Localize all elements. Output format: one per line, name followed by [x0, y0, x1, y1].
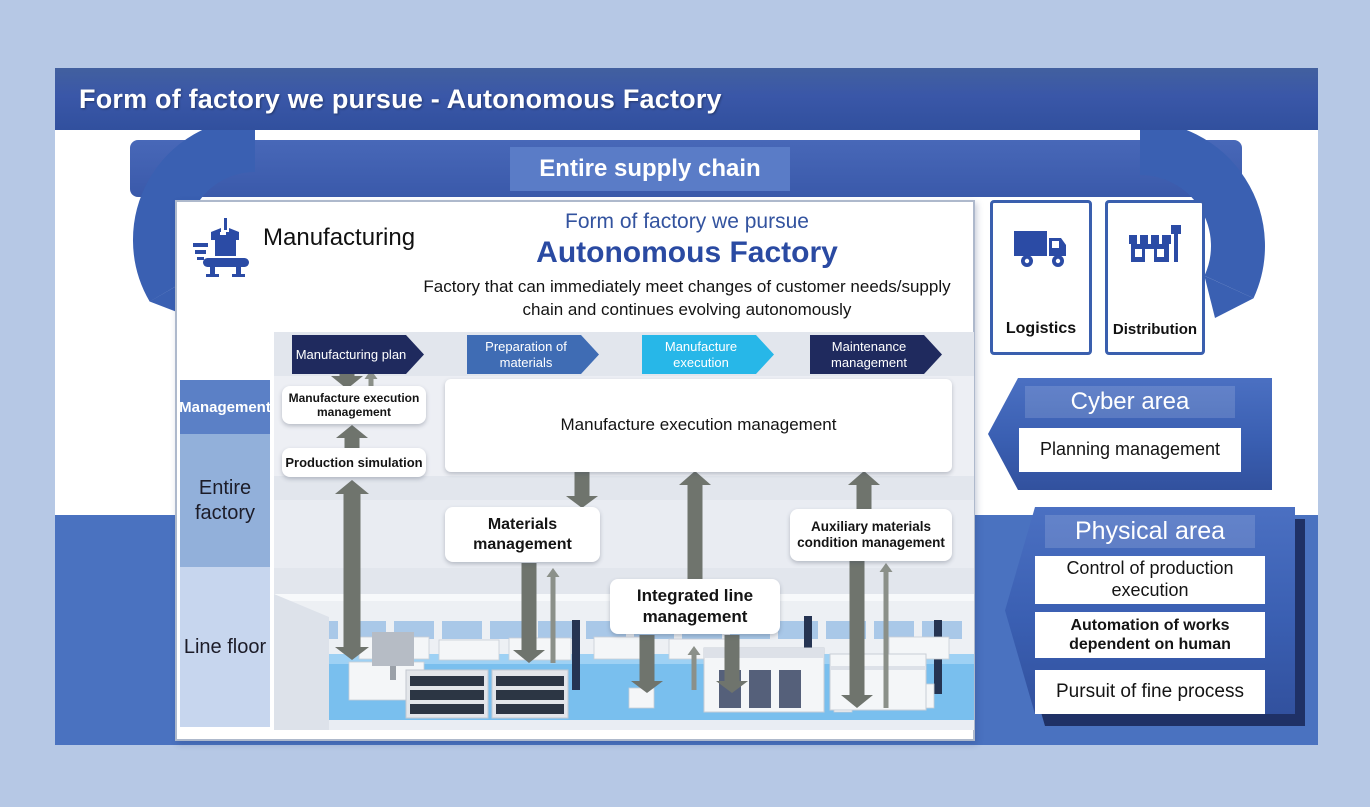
distribution-node: Distribution — [1105, 200, 1205, 355]
page-title: Form of factory we pursue - Autonomous F… — [79, 83, 722, 114]
headline-block: Form of factory we pursue Autonomous Fac… — [417, 210, 957, 322]
pursuit-of-fine-process-box: Pursuit of fine process — [1035, 670, 1265, 714]
loop-right-arrowhead-icon — [1204, 275, 1254, 318]
process-step-preparation-of-materials: Preparation of materials — [467, 335, 599, 374]
autonomous-factory-title: Autonomous Factory — [536, 236, 838, 269]
layer-line-floor: Line floor — [180, 567, 270, 727]
layer-management: Management — [179, 380, 271, 434]
title-bar: Form of factory we pursue - Autonomous F… — [55, 68, 1318, 130]
auxiliary-materials-box: Auxiliary materials condition management — [790, 509, 952, 561]
logistics-node: Logistics — [990, 200, 1092, 355]
thin-return-arrows — [364, 370, 893, 708]
logistics-label: Logistics — [1005, 320, 1077, 337]
production-simulation-box: Production simulation — [282, 448, 426, 477]
distribution-label: Distribution — [1112, 321, 1198, 338]
process-step-manufacture-execution: Manufacture execution — [642, 335, 774, 374]
flow-arrows — [331, 368, 880, 708]
store-icon — [1129, 225, 1181, 262]
cyber-area-title: Cyber area — [1025, 386, 1235, 418]
shelf-racks — [405, 669, 569, 719]
manufacturing-header: Manufacturing — [191, 216, 415, 280]
control-of-production-box: Control of production execution — [1035, 556, 1265, 604]
integrated-line-management-box: Integrated line management — [610, 579, 780, 634]
manufacturing-machine-icon — [193, 218, 249, 277]
factory-panel: Manufacturing Form of factory we pursue … — [175, 200, 975, 741]
automation-of-works-box: Automation of works dependent on human — [1035, 612, 1265, 658]
central-machines — [703, 647, 927, 713]
physical-area-panel: Physical area Control of production exec… — [1005, 507, 1305, 726]
planning-management-box: Planning management — [1019, 428, 1241, 472]
factory-floor-scene — [274, 368, 974, 730]
truck-icon — [1014, 231, 1066, 267]
process-diagram: Manufacturing plan Preparation of materi… — [274, 332, 974, 730]
layer-entire-factory: Entire factory — [180, 434, 270, 567]
factory-description: Factory that can immediately meet change… — [423, 277, 951, 319]
physical-area-title: Physical area — [1045, 515, 1255, 548]
manufacture-execution-management-wide-box: Manufacture execution management — [445, 379, 952, 472]
slide: Form of factory we pursue - Autonomous F… — [55, 68, 1318, 745]
manufacture-execution-management-box: Manufacture execution management — [282, 386, 426, 424]
process-step-maintenance-management: Maintenance management — [810, 335, 942, 374]
manufacturing-label: Manufacturing — [263, 224, 416, 251]
cyber-area-panel: Cyber area Planning management — [988, 378, 1272, 490]
process-step-manufacturing-plan: Manufacturing plan — [292, 335, 424, 374]
supply-chain-label: Entire supply chain — [510, 147, 790, 191]
pursue-line: Form of factory we pursue — [565, 210, 809, 233]
materials-management-box: Materials management — [445, 507, 600, 562]
slide-body: Entire supply chain — [55, 130, 1318, 745]
